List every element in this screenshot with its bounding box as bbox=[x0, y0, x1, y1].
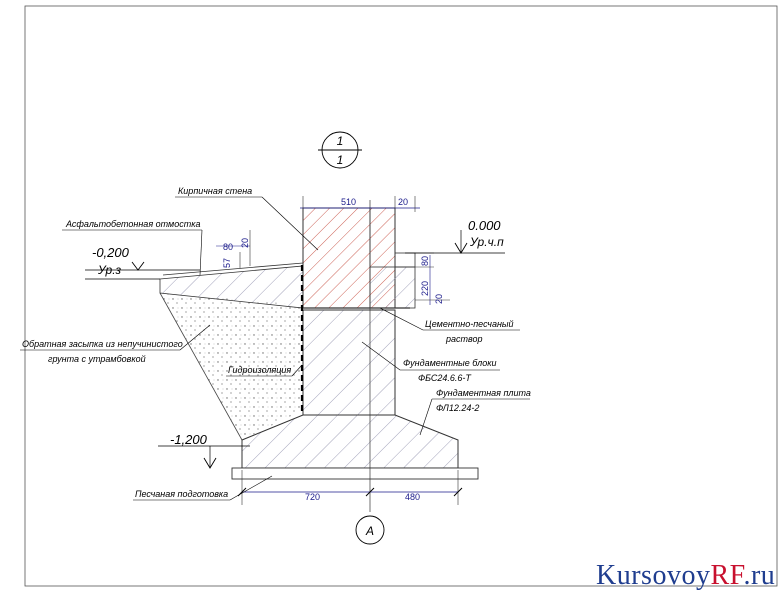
blind-area-dims: 80 20 57 bbox=[216, 230, 251, 268]
section-mark-top: 1 bbox=[337, 134, 344, 148]
dim-480: 480 bbox=[405, 492, 420, 502]
dim-blind-57: 57 bbox=[222, 258, 232, 268]
label-backfill: Обратная засыпка из непучинистого грунта… bbox=[20, 324, 211, 364]
svg-text:Фундаментные блоки: Фундаментные блоки bbox=[403, 358, 497, 368]
svg-text:Гидроизоляция: Гидроизоляция bbox=[228, 365, 291, 375]
right-dims: 80 220 20 bbox=[415, 252, 450, 305]
label-sand-bed: Песчаная подготовка bbox=[133, 475, 273, 501]
svg-text:раствор: раствор bbox=[445, 334, 483, 344]
svg-text:Обратная засыпка из непучинист: Обратная засыпка из непучинистого bbox=[22, 339, 183, 349]
axis-mark: А bbox=[365, 524, 374, 538]
label-blocks: Фундаментные блоки ФБС24.6.6-Т bbox=[361, 341, 500, 383]
section-mark-bottom: 1 bbox=[337, 153, 344, 167]
level-bottom-value: -1,200 bbox=[170, 432, 208, 447]
level-ground: -0,200 Ур.з bbox=[85, 245, 200, 280]
svg-text:грунта с утрамбовкой: грунта с утрамбовкой bbox=[48, 354, 146, 364]
svg-text:ФБС24.6.6-Т: ФБС24.6.6-Т bbox=[418, 373, 472, 383]
sand-bed bbox=[231, 467, 479, 480]
dim-right-20: 20 bbox=[434, 294, 444, 304]
svg-text:Песчаная подготовка: Песчаная подготовка bbox=[135, 489, 228, 499]
floor-slab bbox=[394, 252, 416, 268]
label-blind-area: Асфальтобетонная отмостка bbox=[62, 219, 203, 276]
brick-wall-inner bbox=[369, 266, 416, 309]
foundation-blocks bbox=[302, 309, 396, 416]
label-waterproofing: Гидроизоляция bbox=[226, 364, 303, 377]
svg-text:Цементно-песчаный: Цементно-песчаный bbox=[425, 319, 514, 329]
label-mortar: Цементно-песчаный раствор bbox=[379, 307, 520, 344]
svg-text:Асфальтобетонная отмостка: Асфальтобетонная отмостка bbox=[65, 219, 200, 229]
svg-text:Фундаментная плита: Фундаментная плита bbox=[436, 388, 531, 398]
level-zero-value: 0.000 bbox=[468, 218, 501, 233]
watermark-logo: KursovoyRF.ru bbox=[596, 560, 776, 591]
dim-blind-80: 80 bbox=[223, 242, 233, 252]
dim-20-top: 20 bbox=[398, 197, 408, 207]
backfill-soil bbox=[160, 293, 303, 440]
level-zero-name: Ур.ч.п bbox=[469, 235, 504, 249]
level-ground-name: Ур.з bbox=[97, 263, 122, 277]
svg-text:ФЛ12.24-2: ФЛ12.24-2 bbox=[436, 403, 479, 413]
drawing-frame bbox=[24, 5, 778, 587]
label-brick-wall: Кирпичная стена bbox=[175, 186, 319, 251]
bottom-dimension: 720 480 bbox=[237, 470, 463, 505]
label-slab: Фундаментная плита ФЛ12.24-2 bbox=[419, 388, 531, 436]
level-bottom: -1,200 bbox=[158, 432, 250, 469]
dim-right-220: 220 bbox=[420, 281, 430, 296]
dim-right-80: 80 bbox=[420, 256, 430, 266]
top-dimension: 510 20 bbox=[300, 196, 420, 212]
level-zero: 0.000 Ур.ч.п bbox=[405, 218, 505, 254]
section-mark: 1 1 bbox=[318, 131, 362, 169]
dim-720: 720 bbox=[305, 492, 320, 502]
svg-text:Кирпичная стена: Кирпичная стена bbox=[178, 186, 252, 196]
dim-510: 510 bbox=[341, 197, 356, 207]
dim-blind-20: 20 bbox=[240, 238, 250, 248]
level-ground-value: -0,200 bbox=[92, 245, 130, 260]
